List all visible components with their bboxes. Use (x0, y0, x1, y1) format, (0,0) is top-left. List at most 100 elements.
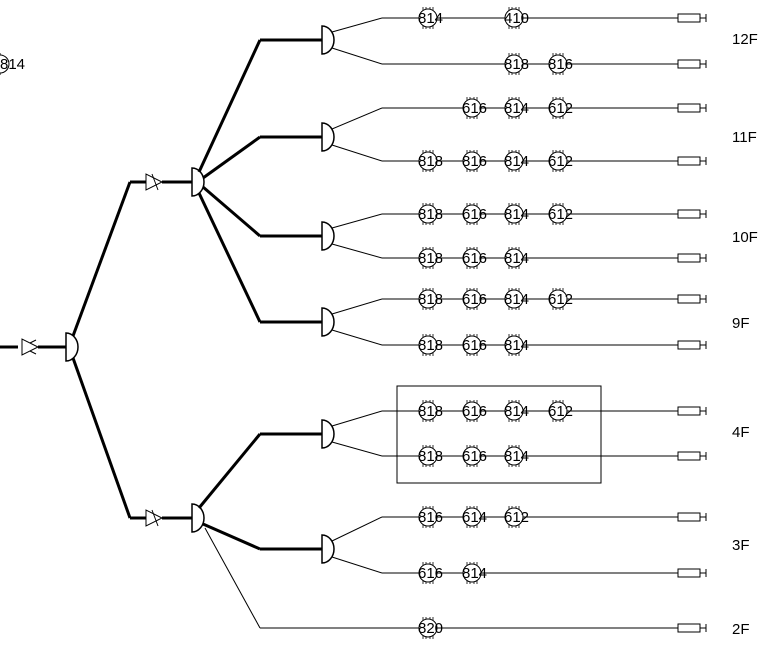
tap-value: 814 (504, 153, 529, 170)
upper-splitter-icon (191, 167, 205, 197)
tap-off-3f-1-1: 814 (462, 562, 487, 584)
tap-off-3f-0-0: 816 (418, 506, 443, 528)
tap-off-11f-1-1: 816 (462, 150, 487, 172)
tap-value: 612 (548, 291, 573, 308)
lower-branch (130, 432, 414, 629)
tap-value: 616 (462, 448, 487, 465)
terminator-2f-0-icon (677, 623, 701, 633)
tap-off-9f-0-3: 612 (548, 288, 573, 310)
upper-amplifier-icon (145, 173, 164, 191)
drop-11f-0 (331, 107, 383, 130)
splitter-3f-icon (321, 534, 335, 564)
tap-off-11f-0-1: 814 (504, 97, 529, 119)
floor-label-9f: 9F (732, 315, 750, 332)
tap-off-12f-1-2: 814 (0, 53, 25, 75)
drop-9f-1 (331, 329, 383, 346)
tap-off-4f-1-2: 814 (504, 445, 529, 467)
drop-3f-1 (331, 556, 383, 574)
tap-off-9f-0-0: 818 (418, 288, 443, 310)
trunk-lower (71, 357, 132, 519)
terminator-3f-0-icon (677, 512, 701, 522)
tap-off-4f-0-3: 612 (548, 400, 573, 422)
tap-off-10f-0-0: 818 (418, 203, 443, 225)
drop-4f-0 (331, 410, 383, 427)
splitter-9f-icon (321, 307, 335, 337)
floor-label-4f: 4F (732, 424, 750, 441)
lower-splitter-icon (191, 503, 205, 533)
floor-label-12f: 12F (732, 31, 758, 48)
tap-value: 616 (418, 565, 443, 582)
terminator-4f-1-icon (677, 451, 701, 461)
tap-value: 410 (504, 10, 529, 27)
floor-4f-group-box (396, 385, 602, 484)
tap-value: 818 (418, 206, 443, 223)
terminator-4f-0-icon (677, 406, 701, 416)
tap-off-4f-0-0: 818 (418, 400, 443, 422)
terminator-10f-1-icon (677, 253, 701, 263)
tap-value: 818 (418, 153, 443, 170)
splitter-10f-icon (321, 221, 335, 251)
tap-off-4f-0-1: 616 (462, 400, 487, 422)
tap-off-9f-0-1: 616 (462, 288, 487, 310)
tap-off-12f-1-0: 818 (504, 53, 529, 75)
drop-10f-0 (331, 213, 383, 229)
tap-off-12f-1-1: 816 (548, 53, 573, 75)
tap-off-4f-1-1: 616 (462, 445, 487, 467)
drop-12f-0 (331, 17, 383, 33)
tap-value: 616 (462, 337, 487, 354)
tap-value: 818 (418, 337, 443, 354)
tap-off-10f-0-1: 616 (462, 203, 487, 225)
tap-value: 818 (418, 448, 443, 465)
terminator-12f-1-icon (677, 59, 701, 69)
tap-off-10f-0-2: 814 (504, 203, 529, 225)
tap-value: 818 (418, 250, 443, 267)
tap-off-11f-0-0: 616 (462, 97, 487, 119)
floor-label-11f: 11F (732, 129, 757, 146)
upper-branch (130, 38, 322, 324)
tap-off-4f-1-0: 818 (418, 445, 443, 467)
tap-off-10f-1-2: 814 (504, 247, 529, 269)
drop-12f-1 (331, 47, 383, 65)
tap-off-11f-1-2: 814 (504, 150, 529, 172)
terminator-3f-1-icon (677, 568, 701, 578)
tap-off-10f-1-0: 818 (418, 247, 443, 269)
tap-value: 616 (462, 403, 487, 420)
tap-value: 814 (504, 250, 529, 267)
tap-off-9f-1-1: 616 (462, 334, 487, 356)
tap-value: 616 (462, 250, 487, 267)
tap-value: 818 (418, 291, 443, 308)
tap-value: 816 (462, 153, 487, 170)
drop-3f-0 (331, 516, 383, 542)
drop-4f-1 (331, 441, 383, 457)
tap-value: 816 (548, 56, 573, 73)
tap-value: 616 (462, 291, 487, 308)
tap-off-11f-1-0: 818 (418, 150, 443, 172)
splitter-11f-icon (321, 122, 335, 152)
terminator-10f-0-icon (677, 209, 701, 219)
tap-value: 614 (462, 509, 487, 526)
splitter-12f-icon (321, 25, 335, 55)
tap-value: 814 (504, 403, 529, 420)
feeder-lines: 814 410 818 816 814 616 814 612 818 816 814 612 818 6… (0, 7, 707, 639)
tap-value: 616 (462, 206, 487, 223)
tap-value: 814 (462, 565, 487, 582)
input-amplifier-icon (21, 338, 40, 356)
trunk (0, 181, 132, 519)
tap-off-3f-1-0: 616 (418, 562, 443, 584)
tap-value: 612 (548, 100, 573, 117)
drop-11f-1 (331, 144, 383, 162)
tap-off-3f-0-1: 614 (462, 506, 487, 528)
terminator-11f-1-icon (677, 156, 701, 166)
tap-value: 612 (548, 403, 573, 420)
tap-value: 818 (418, 403, 443, 420)
drop-9f-0 (331, 298, 383, 315)
tap-value: 814 (418, 10, 443, 27)
floor-label-2f: 2F (732, 621, 750, 638)
terminator-11f-0-icon (677, 103, 701, 113)
tap-value: 612 (504, 509, 529, 526)
trunk-upper (71, 181, 132, 337)
tap-off-9f-0-2: 814 (504, 288, 529, 310)
tap-value: 814 (504, 448, 529, 465)
tap-value: 612 (548, 206, 573, 223)
tap-value: 814 (504, 291, 529, 308)
